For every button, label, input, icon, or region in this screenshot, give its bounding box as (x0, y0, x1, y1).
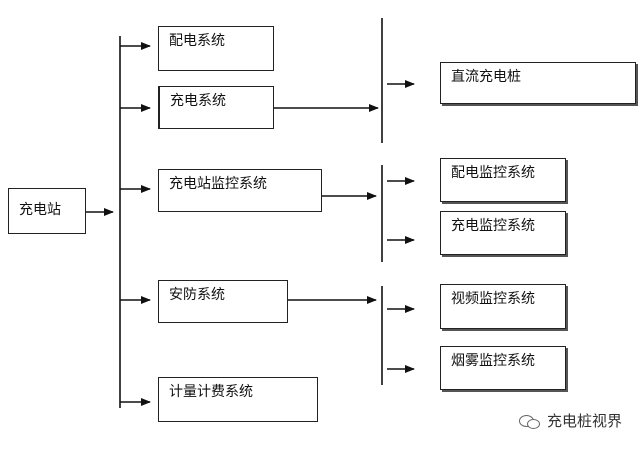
leaf-label: 充电监控系统 (451, 218, 535, 234)
leaf-shipin: 视频监控系统 (440, 284, 566, 329)
subsystem-jiliang: 计量计费系统 (158, 377, 318, 422)
leaf-label: 配电监控系统 (451, 165, 535, 181)
leaf-chongdianjk: 充电监控系统 (440, 211, 566, 255)
subsystem-chongdian: 充电系统 (158, 86, 274, 129)
subsystem-peidian: 配电系统 (158, 26, 274, 71)
leaf-peidianjk: 配电监控系统 (440, 158, 566, 202)
subsystem-label: 充电系统 (170, 93, 226, 109)
subsystem-jiankong: 充电站监控系统 (158, 169, 322, 212)
subsystem-label: 配电系统 (169, 33, 225, 49)
subsystem-label: 安防系统 (169, 287, 225, 303)
leaf-label: 烟雾监控系统 (451, 353, 535, 369)
root-node: 充电站 (8, 188, 86, 234)
leaf-label: 视频监控系统 (451, 291, 535, 307)
subsystem-anfang: 安防系统 (158, 280, 288, 323)
watermark-text: 充电桩视界 (546, 412, 622, 430)
leaf-zhiliu: 直流充电桩 (440, 62, 636, 104)
watermark: 充电桩视界 (518, 410, 622, 431)
subsystem-label: 计量计费系统 (169, 384, 253, 400)
leaf-label: 直流充电桩 (451, 69, 521, 85)
root-label: 充电站 (19, 202, 61, 218)
leaf-yanwu: 烟雾监控系统 (440, 346, 566, 390)
wechat-icon (518, 413, 541, 429)
subsystem-label: 充电站监控系统 (169, 176, 267, 192)
